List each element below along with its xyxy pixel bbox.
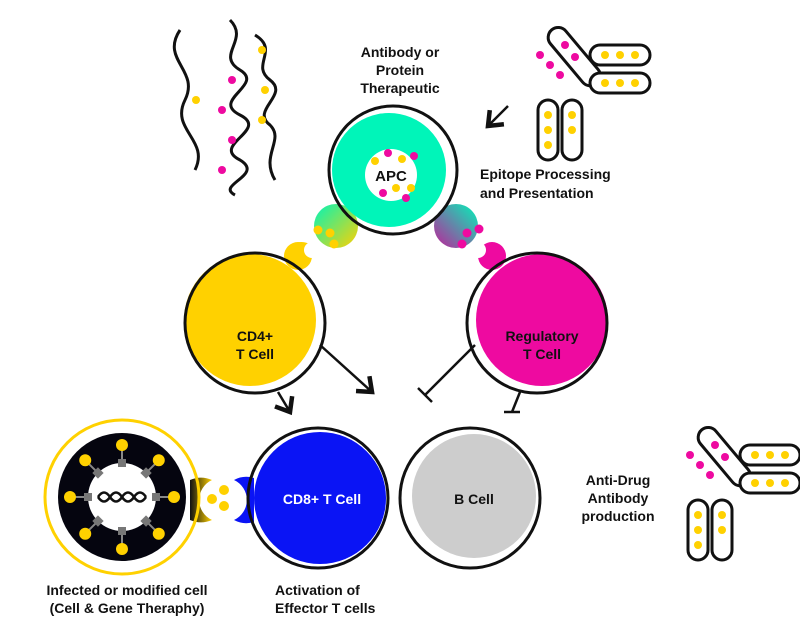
ada-label-1: Anti-Drug bbox=[586, 472, 651, 488]
cd8-label: CD8+ T Cell bbox=[283, 491, 361, 507]
bcell-label: B Cell bbox=[454, 491, 494, 507]
epitope-label-2: and Presentation bbox=[480, 185, 594, 201]
arrow bbox=[485, 105, 509, 129]
therapeutic-label-2: Protein bbox=[376, 62, 424, 78]
cd8-t-cell: CD8+ T Cell bbox=[234, 426, 390, 570]
protein-therapeutic-icon bbox=[172, 18, 278, 197]
antibody-icon bbox=[684, 421, 800, 562]
ada-label-3: production bbox=[581, 508, 654, 524]
epitope-label-1: Epitope Processing bbox=[480, 166, 611, 182]
b-cell: B Cell bbox=[398, 426, 542, 570]
pathway-arrows bbox=[274, 344, 522, 416]
activation-label-1: Activation of bbox=[275, 582, 360, 598]
regulatory-t-cell: Regulatory T Cell bbox=[465, 242, 609, 395]
infected-label-1: Infected or modified cell bbox=[46, 582, 207, 598]
cd4-label-1: CD4+ bbox=[237, 328, 273, 344]
cd4-t-cell: CD4+ T Cell bbox=[183, 241, 327, 395]
apc-label: APC bbox=[375, 168, 407, 185]
apc-cell: APC bbox=[313, 104, 484, 249]
cd4-label-2: T Cell bbox=[236, 346, 274, 362]
activation-label-2: Effector T cells bbox=[275, 600, 376, 616]
regulatory-label-1: Regulatory bbox=[505, 328, 578, 344]
regulatory-label-2: T Cell bbox=[523, 346, 561, 362]
therapeutic-label-3: Therapeutic bbox=[360, 80, 440, 96]
ada-label-2: Antibody bbox=[588, 490, 649, 506]
infected-cell bbox=[43, 418, 229, 576]
antibody-icon bbox=[536, 25, 652, 162]
therapeutic-label-1: Antibody or bbox=[361, 44, 440, 60]
infected-label-2: (Cell & Gene Theraphy) bbox=[50, 600, 205, 616]
